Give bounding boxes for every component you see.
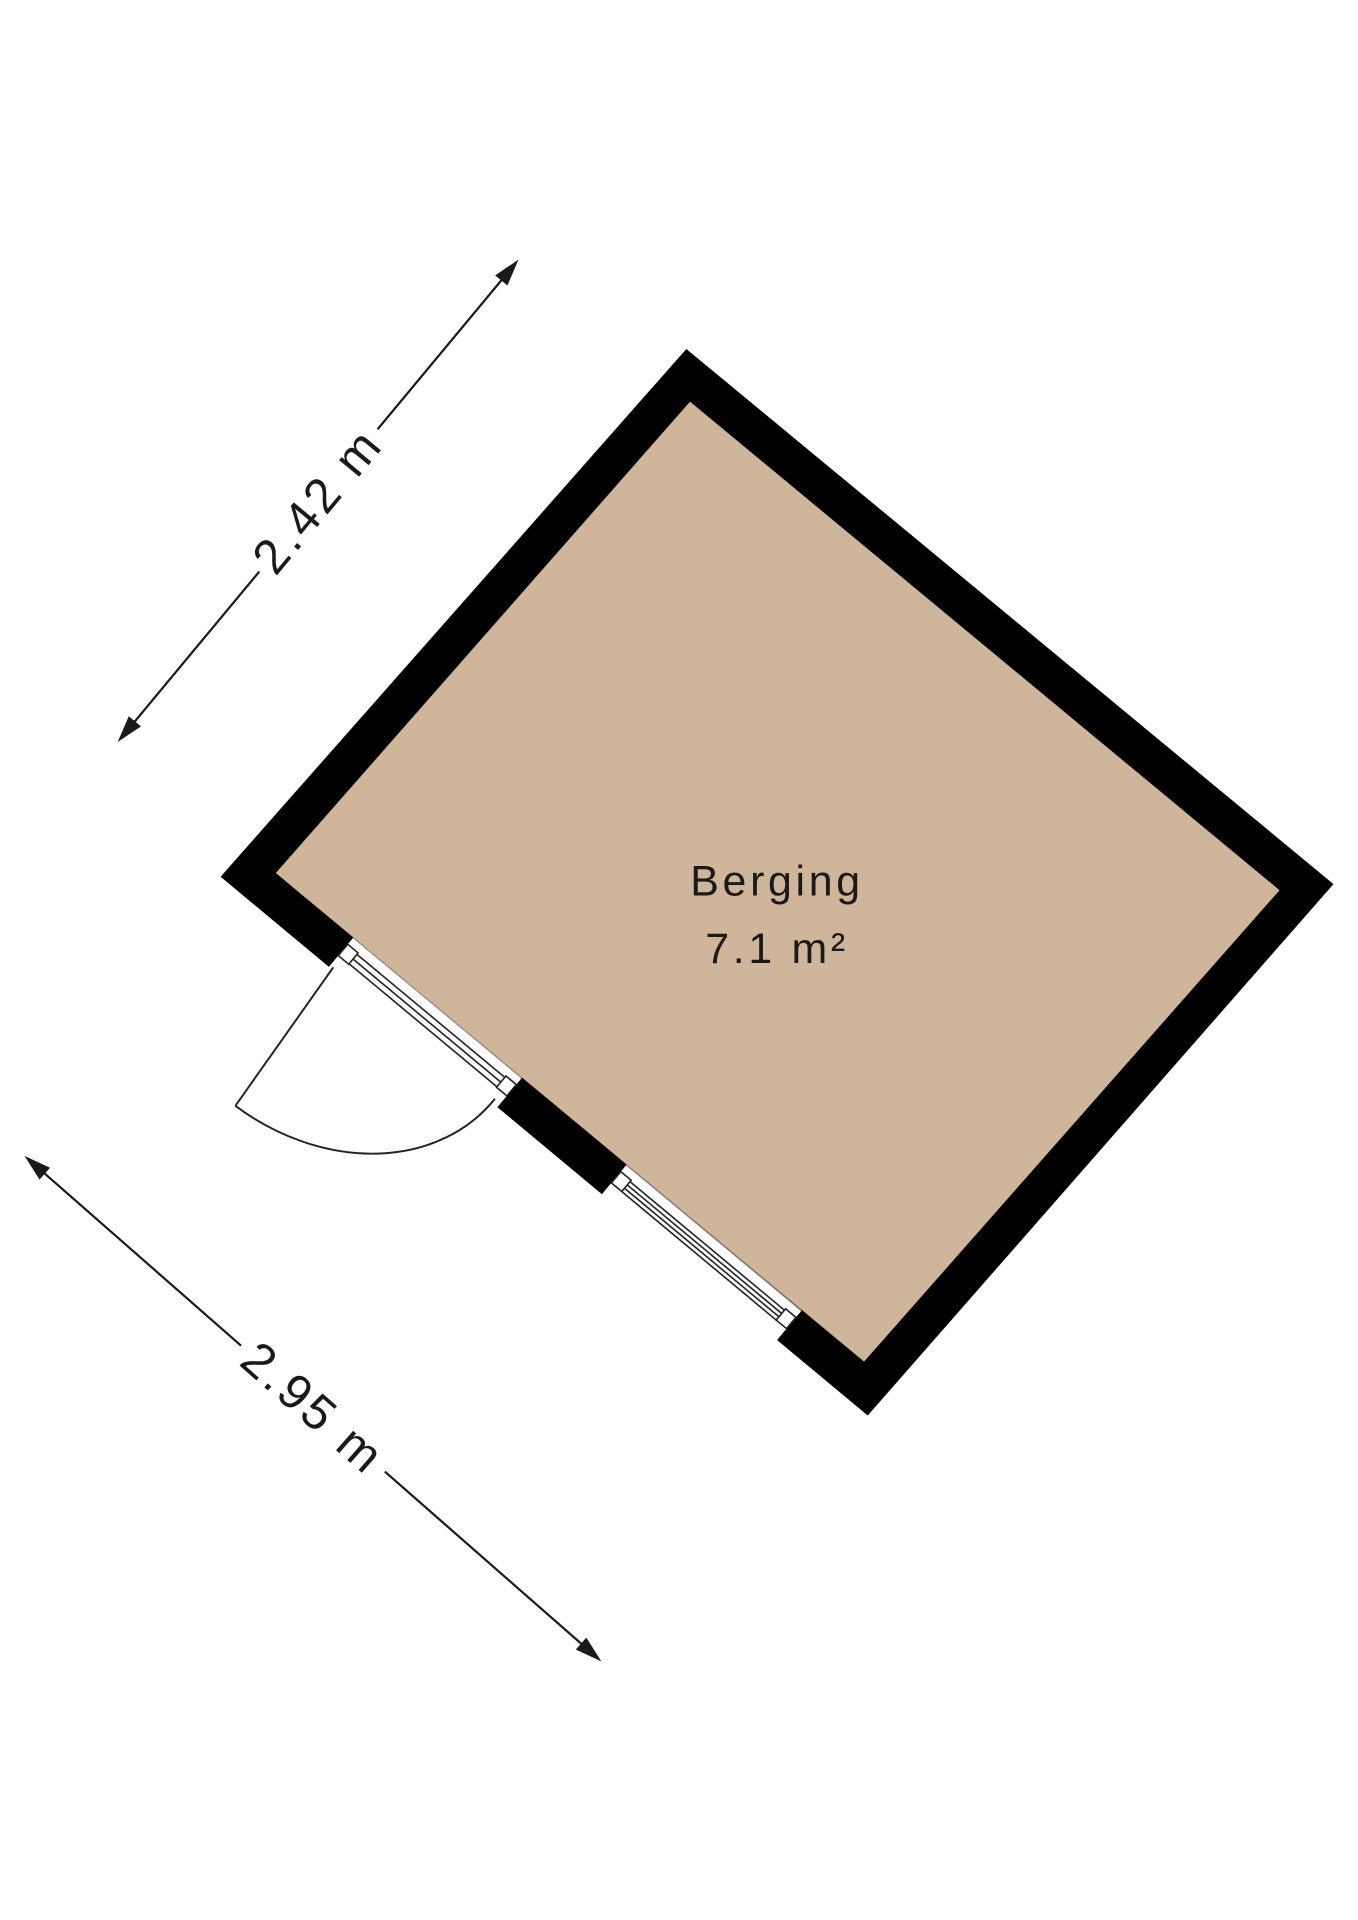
dimension-line-segment [376, 270, 510, 430]
window-jamb-right [775, 1307, 798, 1330]
door-frame-line [352, 958, 502, 1083]
arrowhead-end [495, 259, 519, 286]
door [234, 937, 523, 1155]
room-name: Berging [690, 858, 864, 906]
dimension-line-segment [126, 570, 261, 732]
window-pane-line [626, 1184, 783, 1315]
door-frame-line [348, 963, 498, 1088]
arrowhead-end [575, 1637, 602, 1662]
front-wall-openings [234, 937, 802, 1341]
door-leaf [234, 966, 335, 1107]
window-pane-line [629, 1181, 785, 1311]
door-jamb-left [337, 943, 360, 966]
window-jamb-left [610, 1170, 633, 1193]
door-frame-line [356, 953, 506, 1078]
room-berging: Berging 7.1 m² [220, 348, 1334, 1416]
room-floor [275, 401, 1280, 1362]
dimension-line-segment [34, 1164, 242, 1347]
dimension-line-segment [384, 1470, 592, 1653]
door-swing-arc [234, 1098, 496, 1155]
door-floor-edge-line [352, 937, 523, 1079]
room-area: 7.1 m² [705, 925, 849, 973]
window-pane-line [623, 1187, 780, 1318]
window [610, 1164, 802, 1330]
window-pane-line [621, 1190, 777, 1321]
door-jamb-right [495, 1074, 518, 1098]
window-floor-edge-line [625, 1164, 802, 1312]
arrowhead-start [117, 716, 142, 743]
door-opening [328, 937, 522, 1108]
arrowhead-start [24, 1155, 51, 1180]
